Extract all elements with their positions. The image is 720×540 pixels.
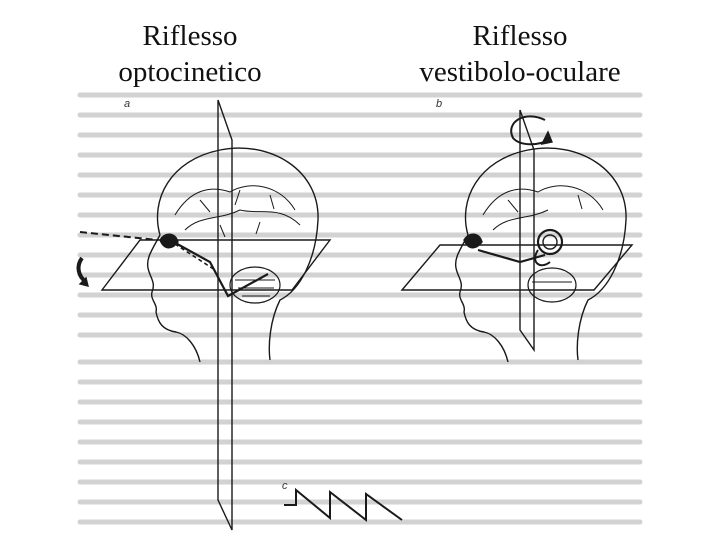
panel-c-trace [284,490,402,520]
panel-b-horizontal-plane [402,245,632,290]
title-vestibulo-ocular: Riflesso vestibolo-oculare [380,18,660,90]
title-optokinetic: Riflesso optocinetico [80,18,300,90]
title-left-line-2: optocinetico [80,54,300,90]
background-text [80,95,640,522]
panel-label-c: c [282,480,288,492]
title-right-line-2: vestibolo-oculare [380,54,660,90]
panel-a-horizontal-plane [102,240,330,290]
title-right-line-1: Riflesso [380,18,660,54]
panel-label-a: a [124,98,130,110]
panel-label-b: b [436,98,442,110]
title-left-line-1: Riflesso [80,18,300,54]
